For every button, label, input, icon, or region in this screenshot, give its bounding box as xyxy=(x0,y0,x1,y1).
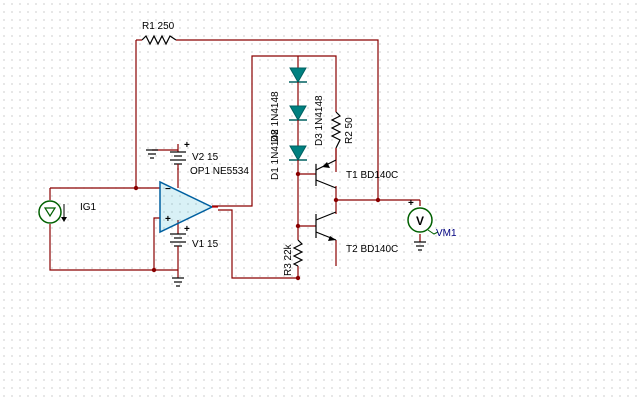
transistor-t1-arrow xyxy=(322,162,330,168)
current-source-ig1[interactable]: IG1 xyxy=(38,200,97,224)
wire-top-rail xyxy=(298,55,337,112)
voltage-source-v1-label: V1 15 xyxy=(192,239,219,250)
wire-r1-right xyxy=(176,39,379,200)
resistor-r1[interactable]: R1 250 xyxy=(141,21,177,46)
junction-dot xyxy=(295,223,301,229)
diode-d2-label: D2 1N4148 xyxy=(270,91,281,142)
wire-ig1-bottom xyxy=(49,224,154,271)
diode-chain: D1 1N4148 D2 1N4148 D3 1N4148 xyxy=(270,62,325,180)
diode-d2-triangle xyxy=(289,67,307,84)
resistor-r3-symbol xyxy=(292,239,304,267)
voltmeter-vm1-ring xyxy=(407,207,433,233)
voltage-source-v2-plus: + xyxy=(184,140,190,151)
junction-dot xyxy=(333,197,339,203)
opamp-plus-sign: + xyxy=(165,214,171,225)
transistor-t2-arrow xyxy=(328,236,336,241)
transistor-t2-label: T2 BD140C xyxy=(346,244,398,255)
wire-opamp-out-lower xyxy=(218,209,298,279)
current-direction-arrow-icon xyxy=(61,217,67,222)
resistor-r2[interactable]: R2 50 xyxy=(330,111,355,149)
diode-d3-label: D3 1N4148 xyxy=(314,95,325,146)
diode-d1-label: D1 1N4148 xyxy=(270,129,281,180)
ground-v1 xyxy=(172,277,184,287)
junction-dot xyxy=(295,275,301,281)
current-source-ig1-arrow xyxy=(43,207,57,218)
voltmeter-vm1-symbol: V xyxy=(416,214,424,228)
transistor-t2-emitter xyxy=(315,211,337,221)
current-source-ig1-ring xyxy=(38,200,62,224)
voltmeter-probe-icon xyxy=(427,229,439,235)
voltage-source-v2[interactable]: + V2 15 xyxy=(170,140,219,170)
ground-vm1 xyxy=(414,241,426,251)
diode-d1-triangle xyxy=(289,145,307,162)
resistor-r2-label: R2 50 xyxy=(344,117,355,144)
junction-dot xyxy=(375,197,381,203)
transistor-t1-collector xyxy=(315,179,337,189)
junction-dot xyxy=(295,171,301,177)
resistor-r1-label: R1 250 xyxy=(142,21,175,32)
junction-dot xyxy=(133,185,139,191)
diode-d3-triangle xyxy=(289,105,307,122)
resistor-r3[interactable]: R3 22k xyxy=(283,239,304,276)
resistor-r1-symbol xyxy=(141,34,177,46)
voltmeter-vm1-label: VM1 xyxy=(436,228,457,239)
wire-opamp-noninverting xyxy=(153,217,160,270)
opamp-op1[interactable]: − + OP1 NE5534 xyxy=(159,166,249,234)
voltmeter-vm1-plus: + xyxy=(408,198,414,209)
transistor-t1-label: T1 BD140C xyxy=(346,170,398,181)
voltmeter-vm1[interactable]: V + VM1 xyxy=(407,198,457,239)
resistor-r3-label: R3 22k xyxy=(283,243,294,276)
ground-v2 xyxy=(146,149,158,159)
wire-opamp-inverting xyxy=(135,40,160,189)
junction-dot xyxy=(151,267,157,273)
diode-d3[interactable] xyxy=(289,105,307,122)
wires xyxy=(49,39,421,279)
resistor-r2-symbol xyxy=(330,111,342,149)
current-source-ig1-label: IG1 xyxy=(80,202,97,213)
junctions xyxy=(133,171,381,281)
opamp-op1-triangle xyxy=(159,180,214,234)
opamp-op1-label: OP1 NE5534 xyxy=(190,166,249,177)
wire-opamp-out-upper xyxy=(212,55,298,207)
voltage-source-v1-plus: + xyxy=(184,224,190,235)
voltage-source-v2-label: V2 15 xyxy=(192,152,219,163)
transistor-t1[interactable]: T1 BD140C xyxy=(315,148,398,189)
voltage-source-v1[interactable]: + V1 15 xyxy=(170,224,219,252)
diode-d1[interactable] xyxy=(289,145,307,162)
diode-d2[interactable] xyxy=(289,67,307,84)
transistor-t2[interactable]: T2 BD140C xyxy=(315,211,398,255)
opamp-minus-sign: − xyxy=(165,184,171,195)
